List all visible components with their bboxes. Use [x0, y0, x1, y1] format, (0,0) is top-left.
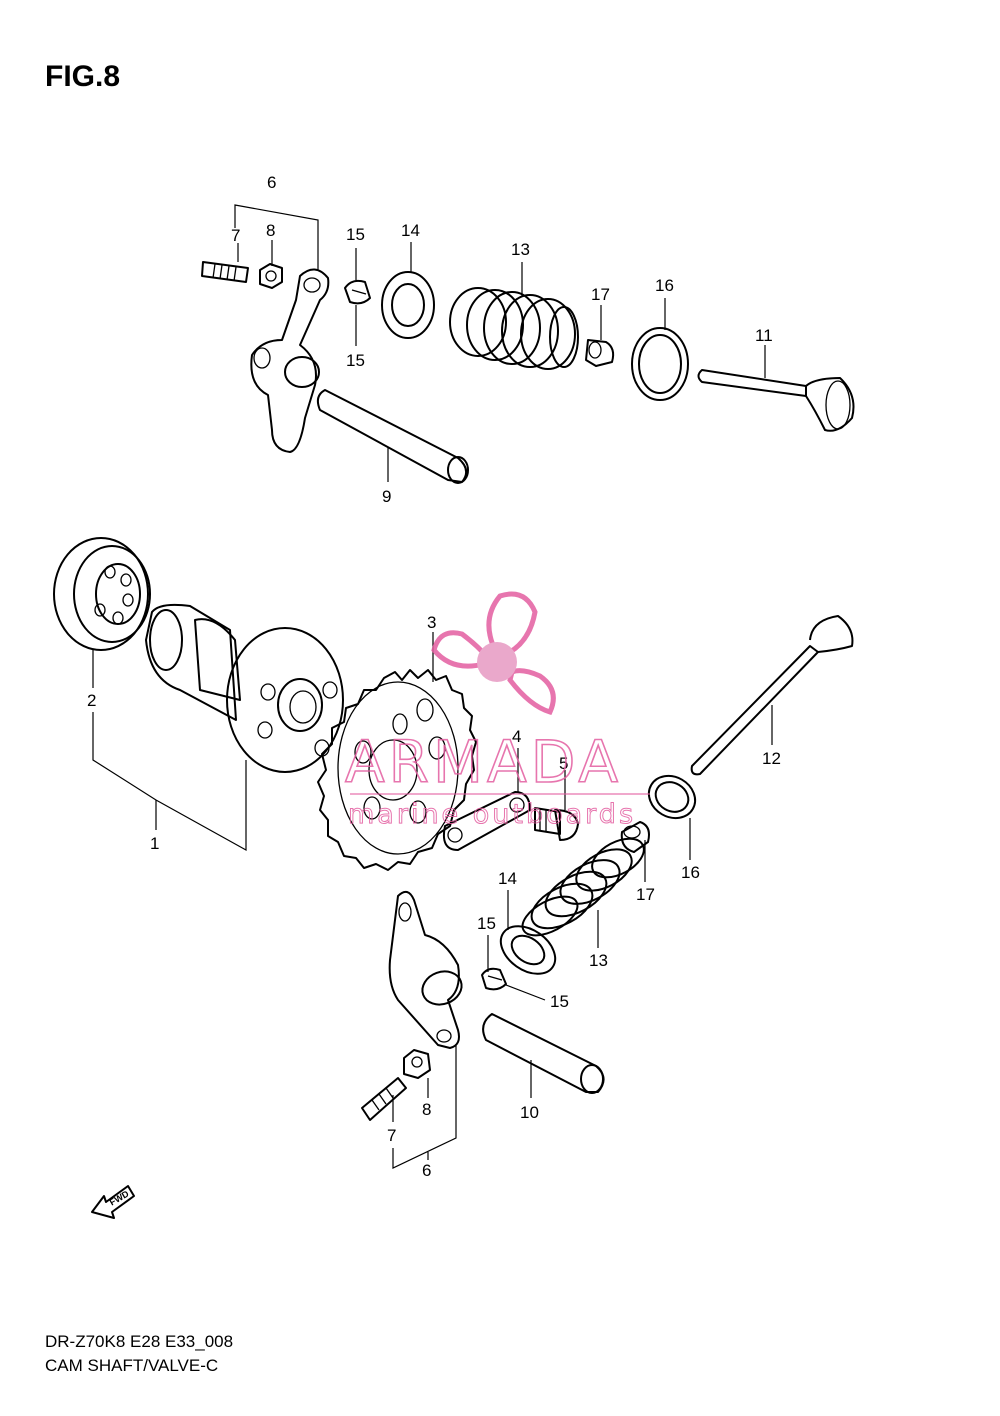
callout-12: 12 — [762, 749, 781, 768]
callout-7-lower: 7 — [387, 1126, 396, 1145]
callout-9: 9 — [382, 487, 391, 506]
callout-15-lower-top: 15 — [477, 914, 496, 933]
lock-nut-upper — [259, 263, 283, 289]
callout-3: 3 — [427, 613, 436, 632]
callout-8-upper: 8 — [266, 221, 275, 240]
camshaft-bearing — [53, 537, 151, 651]
callout-6-upper: 6 — [267, 173, 276, 192]
diagram-footer: DR-Z70K8 E28 E33_008 CAM SHAFT/VALVE-C — [45, 1330, 233, 1378]
rocker-shaft-lower — [482, 1013, 605, 1094]
callout-14-upper: 14 — [401, 221, 420, 240]
cam-sprocket — [317, 669, 477, 871]
stem-seal-upper — [585, 339, 615, 367]
callout-16-upper: 16 — [655, 276, 674, 295]
spring-retainer-upper — [381, 271, 435, 339]
bracket-1 — [92, 712, 247, 852]
armada-watermark: ARMADA marine outboards — [344, 591, 650, 831]
callout-2: 2 — [87, 691, 96, 710]
callout-6-lower: 6 — [422, 1161, 431, 1180]
callout-7-upper: 7 — [231, 226, 240, 245]
callout-1: 1 — [150, 834, 159, 853]
adjust-screw-lower — [361, 1077, 407, 1121]
callout-5: 5 — [559, 754, 568, 773]
callout-17-upper: 17 — [591, 285, 610, 304]
callout-15-upper-top: 15 — [346, 225, 365, 244]
callout-17-lower: 17 — [636, 885, 655, 904]
diagram-caption: CAM SHAFT/VALVE-C — [45, 1356, 219, 1375]
lock-nut-lower — [403, 1049, 431, 1079]
sprocket-bolt — [534, 807, 579, 841]
diagram-code: DR-Z70K8 E28 E33_008 — [45, 1332, 234, 1351]
spring-retainer-lower — [499, 925, 557, 975]
valve-spring-upper — [449, 287, 579, 370]
callout-8-lower: 8 — [422, 1100, 431, 1119]
callout-11: 11 — [755, 326, 773, 345]
callout-4: 4 — [512, 727, 521, 746]
callout-13-lower: 13 — [589, 951, 608, 970]
sprocket-plate — [442, 791, 531, 851]
intake-valve — [690, 615, 854, 776]
valve-cotter-upper — [344, 279, 371, 305]
fwd-label: FWD — [108, 1188, 131, 1207]
callout-10: 10 — [520, 1103, 539, 1122]
propeller-logo-icon — [431, 591, 556, 716]
callout-14-lower: 14 — [498, 869, 517, 888]
callout-16-lower: 16 — [681, 863, 700, 882]
watermark-brand: ARMADA — [345, 728, 622, 796]
valve-cotter-lower — [481, 967, 507, 991]
callout-13-upper: 13 — [511, 240, 530, 259]
rocker-arm-upper — [250, 268, 330, 453]
camshaft — [145, 603, 344, 773]
callout-15-upper-bottom: 15 — [346, 351, 365, 370]
spring-seat-upper — [631, 327, 689, 401]
watermark-tagline: marine outboards — [348, 799, 636, 830]
callout-15-lower-right: 15 — [550, 992, 569, 1011]
bracket-6-lower — [392, 1045, 457, 1169]
valve-spring-lower — [521, 837, 645, 937]
rocker-arm-lower — [388, 890, 463, 1049]
rocker-shaft-upper — [316, 389, 469, 484]
exhaust-valve — [697, 369, 855, 432]
fwd-arrow-icon: FWD — [91, 1185, 135, 1219]
bracket-6-upper — [234, 204, 319, 270]
figure-title: FIG.8 — [45, 60, 121, 93]
adjust-screw-upper — [201, 261, 249, 283]
spring-seat-lower — [647, 774, 697, 820]
